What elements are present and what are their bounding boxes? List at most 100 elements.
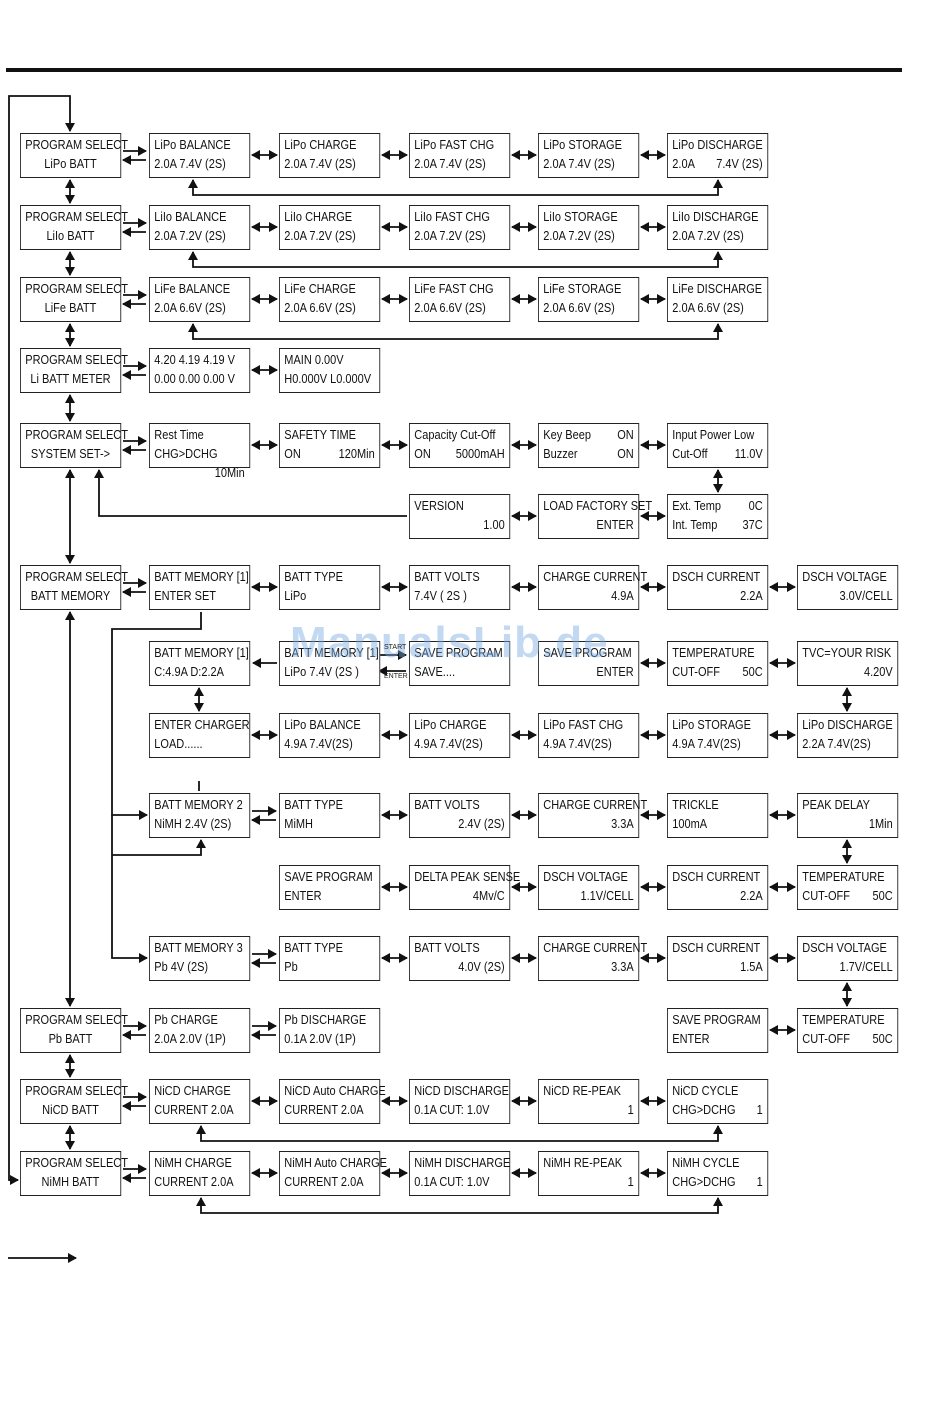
box-text: NiMH RE-PEAK <box>543 1156 623 1170</box>
box-text: PROGRAM SELECT <box>25 282 128 296</box>
box-text: ENTER <box>672 1032 710 1046</box>
box-m1-start: BATT MEMORY [1]LiPo 7.4V (2S ) <box>279 641 380 686</box>
box-text: LiPo CHARGE <box>284 138 357 152</box>
box-line-1: BATT MEMORY [1] <box>154 644 249 663</box>
box-line-1: VERSION <box>414 497 504 516</box>
box-text: 120Min <box>338 447 375 461</box>
box-line-1: Rest Time <box>154 426 244 445</box>
box-text: BATT TYPE <box>284 941 343 955</box>
box-text: 2.0A 6.6V (2S) <box>414 301 486 315</box>
box-text: Pb DISCHARGE <box>284 1013 367 1027</box>
box-text: PROGRAM SELECT <box>25 1084 128 1098</box>
box-text: LiPo BALANCE <box>154 138 231 152</box>
box-text: 4Mv/C <box>472 889 505 903</box>
box-line-1: LiIo STORAGE <box>543 208 633 227</box>
box-text: PROGRAM SELECT <box>25 428 128 442</box>
box-text: LiPo BALANCE <box>284 718 361 732</box>
box-text: 1 <box>627 1103 634 1117</box>
box-line-2: Pb <box>284 958 374 977</box>
box-text: NiCD RE-PEAK <box>543 1084 621 1098</box>
box-text: 2.0A 6.6V (2S) <box>154 301 226 315</box>
box-text: 7.4V ( 2S ) <box>414 589 467 603</box>
box-text: NiMH DISCHARGE <box>414 1156 511 1170</box>
box-line-1: LiFe BALANCE <box>154 280 244 299</box>
box-line-2: ENTER SET <box>154 587 244 606</box>
box-text: BATT MEMORY [1] <box>154 646 249 660</box>
box-text: 1 <box>756 1103 763 1117</box>
box-line-1: BATT MEMORY [1] <box>284 644 379 663</box>
box-line-2: LOAD...... <box>154 735 244 754</box>
box-text: LOAD FACTORY SET <box>543 499 653 513</box>
box-line-2: 2.0A 6.6V (2S) <box>414 299 504 318</box>
box-text: 4.20V <box>863 665 893 679</box>
box-text: C:4.9A D:2.2A <box>154 665 224 679</box>
box-text: LiPo <box>284 589 307 603</box>
box-text: 1 <box>627 1175 634 1189</box>
box-text: Li BATT METER <box>30 372 111 386</box>
box-line-1: LiIo FAST CHG <box>414 208 504 227</box>
box-text: CUT-OFF <box>672 665 720 679</box>
box-text: LiPo DISCHARGE <box>802 718 893 732</box>
box-text: 50C <box>872 1032 893 1046</box>
box-text: SAVE PROGRAM <box>672 1013 761 1027</box>
box-line-2: SAVE.... <box>414 663 504 682</box>
box-line-2: Pb 4V (2S) <box>154 958 244 977</box>
box-line-2: 2.0A 6.6V (2S) <box>154 299 244 318</box>
box-text: LiFe BATT <box>44 301 97 315</box>
box-line-1: PROGRAM SELECT <box>25 280 128 299</box>
box-text: LiPo FAST CHG <box>543 718 624 732</box>
box-line-1: BATT MEMORY [1] <box>154 568 249 587</box>
box-text: 4.0V (2S) <box>458 960 505 974</box>
box-line-1: CHARGE CURRENT <box>543 939 647 958</box>
box-line-1: LiPo FAST CHG <box>543 716 633 735</box>
watermark: ManualsLib.de <box>290 618 609 667</box>
box-text: NiMH BATT <box>41 1175 100 1189</box>
return-loop-arrow <box>188 251 723 268</box>
box-text: 100mA <box>672 817 708 831</box>
box-line-1: LiPo CHARGE <box>284 136 374 155</box>
box-line-2: LiFe BATT <box>25 299 115 318</box>
box-line-1: TEMPERATURE <box>672 644 762 663</box>
box-text: Pb CHARGE <box>154 1013 218 1027</box>
memory-branch-arrow <box>111 815 148 963</box>
box-line-1: LiPo DISCHARGE <box>672 136 762 155</box>
box-text: 2.0A <box>672 157 695 171</box>
box-text: 2.0A 7.2V (2S) <box>154 229 226 243</box>
box-text: NiMH Auto CHARGE <box>284 1156 387 1170</box>
box-line-2: 0.00 0.00 0.00 V <box>154 370 244 389</box>
box-text: CURRENT 2.0A <box>154 1175 234 1189</box>
box-line-1: PROGRAM SELECT <box>25 351 128 370</box>
box-line-1: NiMH RE-PEAK <box>543 1154 633 1173</box>
box-text: Pb BATT <box>48 1032 93 1046</box>
box-line-2: NiMH 2.4V (2S) <box>154 815 244 834</box>
box-text: TEMPERATURE <box>802 1013 885 1027</box>
box-line-2: LiPo BATT <box>25 155 115 174</box>
box-text: Cut-Off <box>672 447 708 461</box>
box-text: Key Beep <box>543 428 591 442</box>
box-text: 4.9A 7.4V(2S) <box>414 737 483 751</box>
